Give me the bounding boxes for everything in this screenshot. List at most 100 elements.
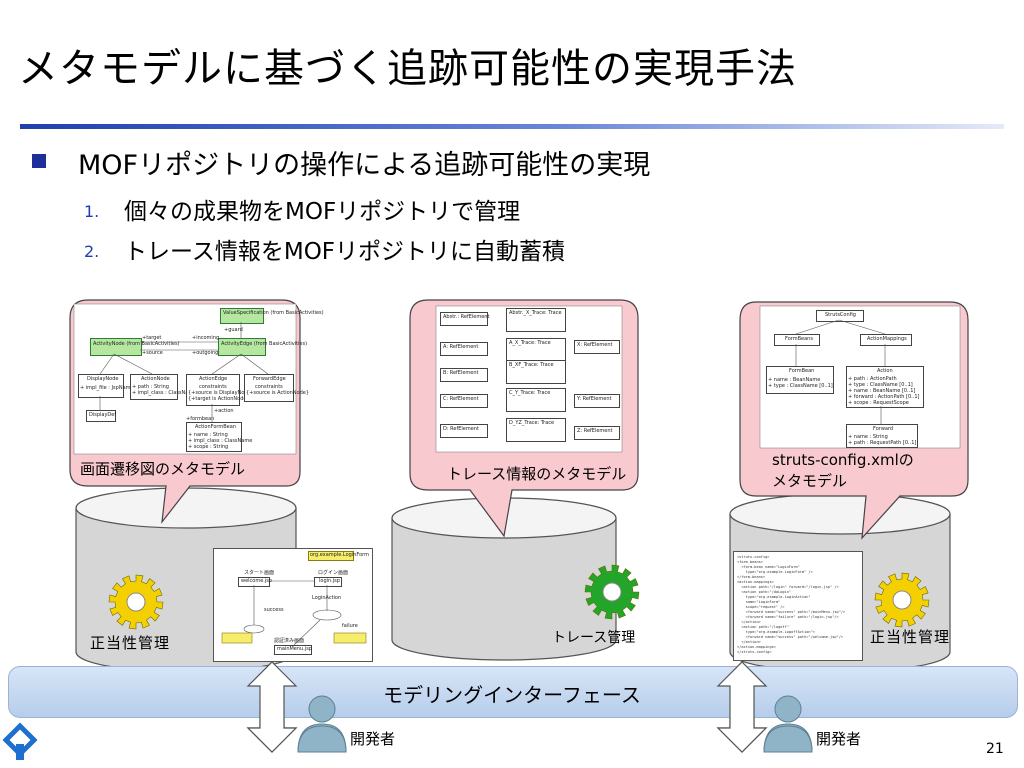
attr-forward-1: + path : RequestPath [0..1]: [848, 440, 917, 446]
xml-line: <struts-config>: [737, 555, 770, 559]
right-manager-label: 正当性管理: [870, 628, 951, 646]
attr-formbean-1: + type : ClassName [0..1]: [768, 383, 833, 389]
screen-connectors: [221, 580, 367, 646]
middle-gear-icon: [584, 564, 640, 620]
middle-repository-icon: [391, 497, 617, 661]
xml-line: </form-beans>: [737, 575, 766, 579]
gear-hole: [892, 590, 912, 610]
role-target: +target: [142, 335, 162, 341]
attr-actionedge-2: {+target is ActionNode}: [188, 396, 250, 402]
caption-middle-metamodel: トレース情報のメタモデル: [447, 465, 627, 483]
xml-line: type="org.example.LogoffAction">: [737, 630, 815, 634]
trace-class-label: A: RefElement: [443, 344, 479, 350]
role-action: +action: [214, 408, 234, 414]
trace-class-box: Y: RefElement: [574, 394, 620, 408]
xml-line: name="LoginForm": [737, 600, 781, 604]
trace-class-label: B: RefElement: [443, 370, 479, 376]
trace-class-label: B_XF_Trace: Trace: [509, 362, 554, 368]
xml-line: </action>: [737, 620, 761, 624]
trace-class-box: B_XF_Trace: Trace: [506, 360, 566, 384]
modeling-interface-bar: [8, 666, 1018, 718]
trace-class-label: Z: RefElement: [577, 428, 613, 434]
trace-class-box: C_Y_Trace: Trace: [506, 388, 566, 412]
role-formbean: +formbean: [186, 416, 215, 422]
right-gear-icon: [874, 572, 930, 628]
class-actionedge: ActionEdge: [199, 376, 228, 382]
title-underline: [20, 124, 1004, 129]
sub-item-2-number: 2.: [84, 242, 100, 261]
bullet-square-icon: [32, 154, 46, 168]
right-callout: [739, 301, 969, 540]
screen-failure: failure: [342, 623, 358, 629]
screen-authenticated: 認証済み画面: [274, 638, 305, 644]
attr-action-4: + scope : RequestScope: [848, 400, 909, 406]
xml-line: <action path="/doLogin": [737, 590, 792, 594]
left-gear-icon: [108, 574, 164, 630]
xml-line: <forward name="failure" path="/login.jsp…: [737, 615, 839, 619]
attr-actionedge-0: constraints: [199, 384, 227, 390]
class-formbeans: FormBeans: [785, 336, 813, 342]
attr-formbean-0: + name : BeanName: [768, 377, 821, 383]
xml-line: </struts-config>: [737, 650, 772, 654]
trace-class-box: A: RefElement: [440, 342, 488, 356]
right-metamodel-connectors: [795, 319, 886, 424]
xml-line: <forward name="success" path="/mainMenu.…: [737, 610, 846, 614]
xml-line: <action path="/login" forward="/login.js…: [737, 585, 839, 589]
attr-afb-0: + name : String: [188, 432, 228, 438]
class-actionmappings: ActionMappings: [867, 336, 907, 342]
attr-actionedge-1: {+source is DisplayNode}: [188, 390, 254, 396]
trace-class-box: B: RefElement: [440, 368, 488, 382]
main-bullet: MOFリポジトリの操作による追跡可能性の実現: [78, 150, 651, 181]
developer-left-label: 開発者: [350, 730, 396, 748]
attr-displaynode-0: + impl_file : JspName: [80, 385, 134, 391]
left-metamodel-connectors: [99, 322, 269, 422]
role-guard: +guard: [224, 327, 243, 333]
trace-class-box: C: RefElement: [440, 394, 488, 408]
trace-class-label: C: RefElement: [443, 396, 479, 402]
attr-action-1: + type : ClassName [0..1]: [848, 382, 913, 388]
xml-line: <action path="/logoff": [737, 625, 789, 629]
left-metamodel-diagram: ValueSpecification (from BasicActivities…: [74, 304, 324, 454]
left-manager-label: 正当性管理: [90, 634, 171, 652]
caption-right-metamodel: struts-config.xmlの メタモデル: [772, 451, 914, 490]
page-number: 21: [986, 741, 1004, 757]
class-forwardedge: ForwardEdge: [253, 376, 286, 382]
class-forward: Forward: [873, 426, 894, 432]
trace-class-label: Abstr._X_Trace: Trace: [509, 310, 562, 316]
screen-mainmenu: mainMenu.jsp: [277, 646, 312, 652]
trace-class-box: A_X_Trace: Trace: [506, 338, 566, 362]
attr-action-3: + forward : ActionPath [0..1]: [848, 394, 920, 400]
attr-action-2: + name : BeanName [0..1]: [848, 388, 916, 394]
attr-action-0: + path : ActionPath: [848, 376, 897, 382]
trace-class-label: Y: RefElement: [577, 396, 612, 402]
attr-afb-1: + impl_class : ClassName: [188, 438, 253, 444]
xml-line: <form-bean name="LoginForm": [737, 565, 800, 569]
developer-right-label: 開発者: [816, 730, 862, 748]
trace-class-box: Z: RefElement: [574, 426, 620, 440]
xml-line: </action-mappings>: [737, 645, 776, 649]
attr-actionnode-0: + path : String: [132, 384, 169, 390]
trace-class-box: Abstr._X_Trace: Trace: [506, 308, 566, 332]
role-outgoing: +outgoing: [192, 350, 219, 356]
class-activitynode: ActivityNode (from BasicActivities): [93, 341, 180, 347]
slide-title: メタモデルに基づく追跡可能性の実現手法: [18, 46, 797, 92]
sub-item-2-text: トレース情報をMOFリポジトリに自動蓄積: [124, 239, 566, 265]
xml-line: <action-mappings>: [737, 580, 774, 584]
logo-icon: [2, 722, 38, 760]
trace-class-label: Abstr.: RefElement: [443, 314, 490, 320]
class-action: Action: [877, 368, 893, 374]
attr-actionnode-1: + impl_class : ClassName: [132, 390, 197, 396]
class-strutsconfig: StrutsConfig: [825, 312, 856, 318]
screen-transition-document: スタート画面 ログイン画面 welcome.jsp login.jsp Logi…: [213, 548, 373, 662]
modeling-interface-label: モデリングインターフェース: [383, 683, 641, 707]
struts-xml-document: <struts-config><form-beans> <form-bean n…: [733, 551, 863, 661]
screen-welcome: welcome.jsp: [241, 578, 273, 584]
class-actionformbean: ActionFormBean: [195, 424, 236, 430]
trace-class-box: D_YZ_Trace: Trace: [506, 418, 566, 442]
screen-loginaction: LoginAction: [312, 595, 342, 601]
trace-class-box: D: RefElement: [440, 424, 488, 438]
screen-success: success: [264, 607, 284, 613]
xml-line: <form-beans>: [737, 560, 763, 564]
xml-line: type="org.example.LoginAction": [737, 595, 811, 599]
